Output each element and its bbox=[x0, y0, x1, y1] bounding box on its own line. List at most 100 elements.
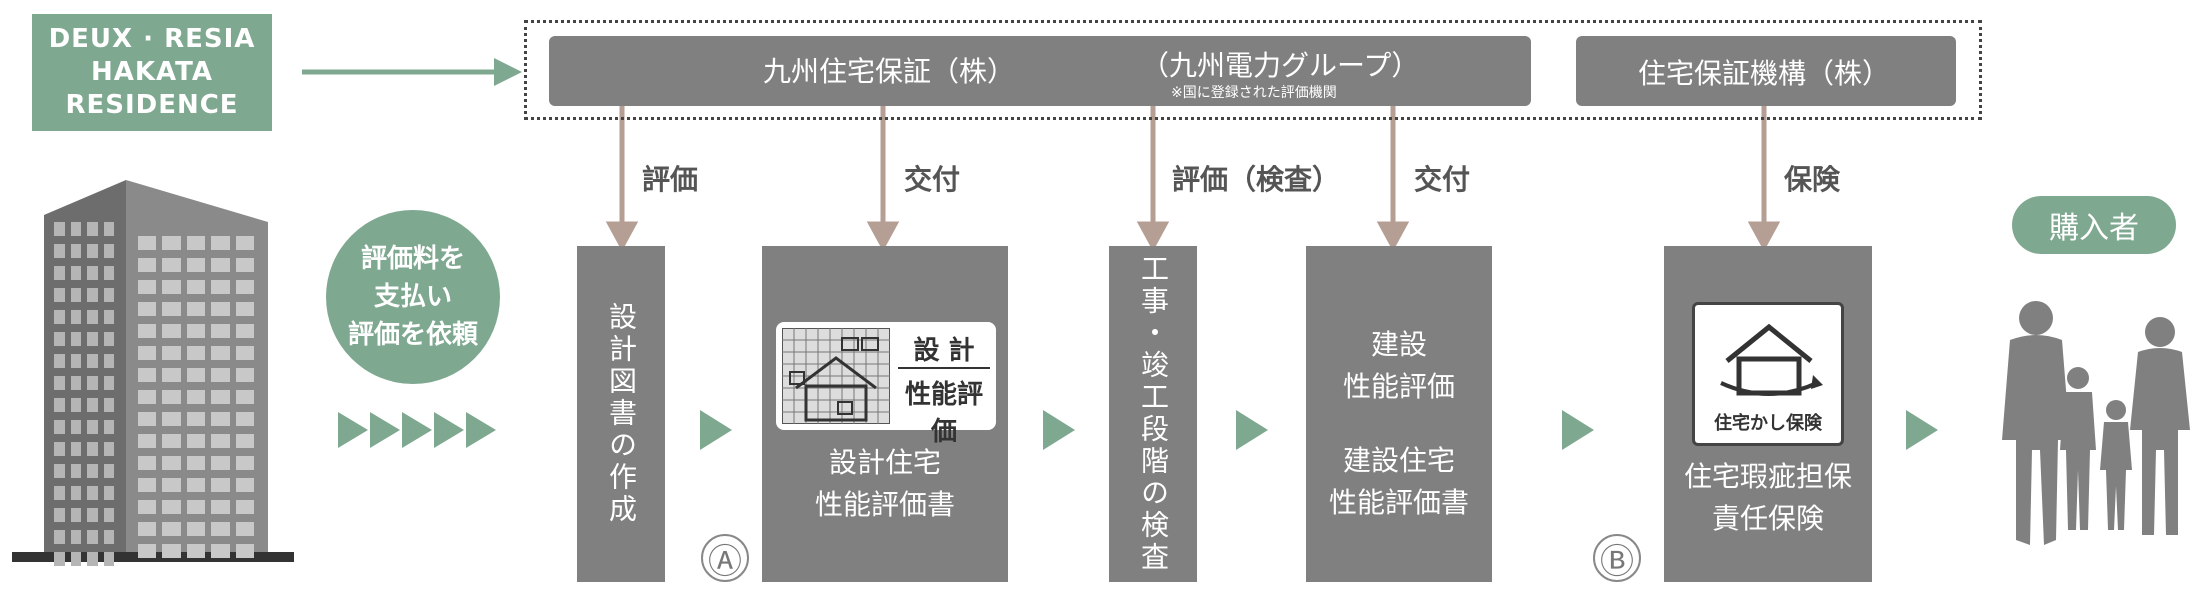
building-window bbox=[54, 376, 65, 390]
arrow-a1-head bbox=[605, 221, 639, 252]
building-window bbox=[87, 354, 98, 368]
building-window bbox=[235, 324, 254, 338]
building-window bbox=[87, 398, 98, 412]
building-window bbox=[211, 500, 230, 514]
building-window bbox=[235, 434, 254, 448]
design-cert-line1: 設計住宅 bbox=[828, 446, 941, 479]
building-window bbox=[211, 236, 230, 250]
building-window bbox=[235, 236, 254, 250]
building-window bbox=[87, 530, 98, 544]
building-window bbox=[211, 412, 230, 426]
building-window bbox=[162, 258, 181, 272]
building-window bbox=[103, 464, 114, 478]
building-window bbox=[162, 478, 181, 492]
building-window bbox=[103, 442, 114, 456]
arrow-label-issue-2: 交付 bbox=[1414, 163, 1471, 196]
request-circle: 評価料を 支払い 評価を依頼 bbox=[326, 210, 500, 384]
building-window bbox=[138, 236, 157, 250]
building-window bbox=[211, 434, 230, 448]
building-window bbox=[138, 522, 157, 536]
building-window bbox=[70, 376, 81, 390]
building-window bbox=[211, 368, 230, 382]
building-window bbox=[162, 522, 181, 536]
building-window bbox=[54, 486, 65, 500]
building-window bbox=[70, 222, 81, 236]
building-window bbox=[162, 500, 181, 514]
arrow-a5-head bbox=[1747, 221, 1781, 252]
building-window bbox=[70, 288, 81, 302]
building-window bbox=[162, 280, 181, 294]
building-window bbox=[235, 500, 254, 514]
building-window bbox=[87, 420, 98, 434]
building-window bbox=[138, 368, 157, 382]
arrow-label-inspection: 評価（検査） bbox=[1172, 163, 1341, 196]
building-window bbox=[211, 390, 230, 404]
building-window bbox=[162, 302, 181, 316]
building-window bbox=[138, 280, 157, 294]
building-window bbox=[54, 244, 65, 258]
building-window bbox=[138, 302, 157, 316]
arrow-label-insurance: 保険 bbox=[1784, 163, 1841, 196]
building-window bbox=[103, 266, 114, 280]
design-badge: 設 計 性能評価 bbox=[776, 322, 996, 447]
kyushu-org-label: 九州住宅保証（株） bbox=[763, 55, 1016, 88]
building-window bbox=[54, 354, 65, 368]
building-window bbox=[87, 552, 98, 566]
building-window bbox=[87, 288, 98, 302]
building-windows-left bbox=[54, 222, 114, 566]
progress-triangles bbox=[338, 410, 1938, 450]
building-window bbox=[186, 500, 206, 514]
building-window bbox=[235, 522, 254, 536]
building-window bbox=[54, 530, 65, 544]
insurance-badge: 住宅かし保険 bbox=[1692, 302, 1844, 446]
jutaku-org-label: 住宅保証機構（株） bbox=[1638, 57, 1891, 90]
building-window bbox=[87, 244, 98, 258]
request-line2: 支払い bbox=[373, 282, 452, 312]
building-window bbox=[103, 420, 114, 434]
building-window bbox=[235, 544, 254, 558]
building-window bbox=[138, 434, 157, 448]
building-window bbox=[70, 442, 81, 456]
building-window bbox=[186, 324, 206, 338]
design-cert-line2: 性能評価書 bbox=[814, 488, 955, 521]
building-window bbox=[162, 346, 181, 360]
building-window bbox=[186, 346, 206, 360]
building-window bbox=[70, 332, 81, 346]
insurance-house-icon bbox=[1720, 323, 1823, 396]
org-dotted-frame bbox=[524, 20, 1982, 120]
step-build-cert: 建設 性能評価 建設住宅 性能評価書 bbox=[1306, 246, 1492, 582]
building-window bbox=[186, 544, 206, 558]
building-window bbox=[87, 222, 98, 236]
brand-line3: RESIDENCE bbox=[65, 90, 239, 120]
building-window bbox=[235, 412, 254, 426]
building-window bbox=[235, 390, 254, 404]
building-window bbox=[235, 478, 254, 492]
building-window bbox=[138, 346, 157, 360]
building-window bbox=[70, 508, 81, 522]
building-window bbox=[211, 522, 230, 536]
build-cert-line1: 建設住宅 bbox=[1342, 444, 1455, 477]
house-grid-icon bbox=[782, 328, 890, 424]
building-window bbox=[70, 420, 81, 434]
building-window bbox=[138, 456, 157, 470]
building-window bbox=[70, 530, 81, 544]
kyushu-org-bar: 九州住宅保証（株） （九州電力グループ） ※国に登録された評価機関 bbox=[549, 36, 1531, 106]
building-window bbox=[103, 552, 114, 566]
design-badge-bottom: 性能評価 bbox=[904, 380, 983, 447]
kyushu-group-label: （九州電力グループ） bbox=[1141, 49, 1420, 82]
building-window bbox=[186, 412, 206, 426]
buyer-pill: 購入者 bbox=[2012, 196, 2176, 254]
design-docs-text: 設計図書の作成 bbox=[605, 302, 638, 526]
building-window bbox=[186, 280, 206, 294]
building-window bbox=[54, 288, 65, 302]
building-window bbox=[211, 346, 230, 360]
marker-b: Ⓑ bbox=[1593, 534, 1641, 582]
kyushu-note: ※国に登録された評価機関 bbox=[1171, 85, 1337, 101]
building-window bbox=[70, 552, 81, 566]
building-window bbox=[103, 332, 114, 346]
building-window bbox=[186, 368, 206, 382]
building-window bbox=[87, 442, 98, 456]
building-window bbox=[211, 258, 230, 272]
building-window bbox=[54, 552, 65, 566]
building-window bbox=[54, 508, 65, 522]
